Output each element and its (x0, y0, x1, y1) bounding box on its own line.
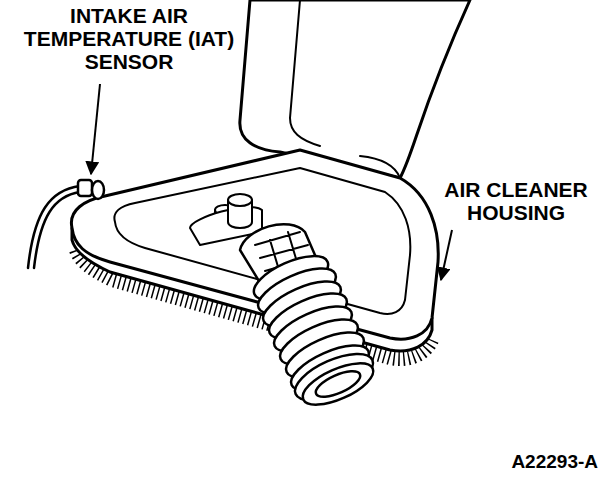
part-label: AIR CLEANER HOUSING (430, 178, 602, 224)
iat-sensor (78, 180, 92, 196)
outlet-bellows (248, 247, 379, 413)
figure-number: A22293-A (470, 450, 598, 473)
leader-line (91, 84, 100, 174)
intake-duct (240, 0, 470, 178)
housing-lid (71, 150, 438, 339)
part-label: INTAKE AIR TEMPERATURE (IAT) SENSOR (4, 4, 254, 73)
leader-line (441, 230, 452, 280)
sensor-wire (28, 186, 80, 268)
lid-recess (114, 168, 410, 314)
